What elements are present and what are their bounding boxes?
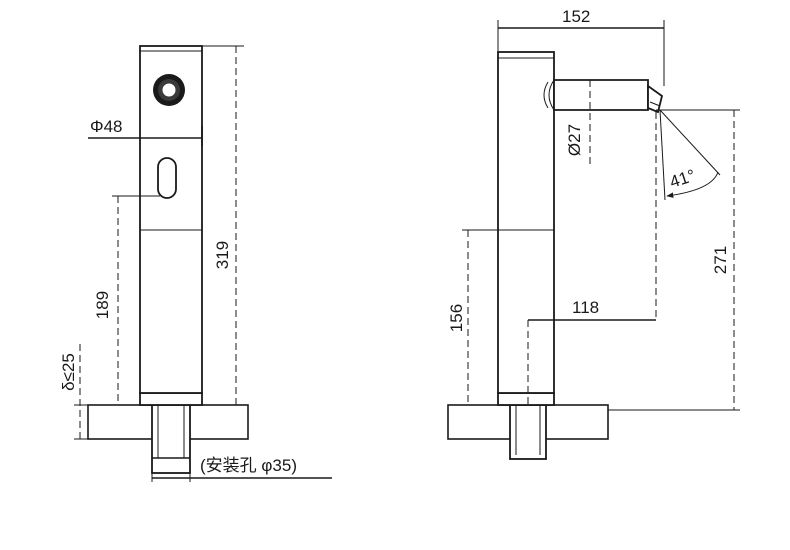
dim-side-outlet-reach: 118 — [572, 298, 599, 317]
side-mounting-tube — [509, 404, 547, 460]
side-nozzle — [647, 84, 664, 114]
dim-front-counter-thickness: δ≤25 — [59, 353, 78, 391]
front-knob-icon — [153, 74, 185, 106]
dim-front-mounting-hole: (安装孔 φ35) — [200, 456, 297, 475]
dim-side-spout-diameter: Ø27 — [565, 124, 584, 156]
side-faucet-body — [497, 51, 555, 394]
side-view: 152 Ø27 41° 271 118 156 — [447, 7, 740, 460]
front-sensor-window — [157, 157, 177, 199]
dim-front-diameter: Φ48 — [90, 117, 122, 136]
dim-front-total-height: 319 — [213, 241, 232, 269]
dim-front-sensor-height: 189 — [93, 291, 112, 319]
dim-side-spout-angle: 41° — [667, 166, 697, 192]
dim-side-joint-height: 156 — [447, 304, 466, 332]
front-base-ring — [139, 392, 203, 406]
dim-side-spout-height: 271 — [711, 246, 730, 274]
side-spout — [553, 79, 649, 111]
side-base-ring — [497, 392, 555, 406]
dim-side-spout-reach: 152 — [562, 7, 590, 26]
front-view: Φ48 319 189 δ≤25 (安装孔 φ35) — [59, 45, 332, 482]
